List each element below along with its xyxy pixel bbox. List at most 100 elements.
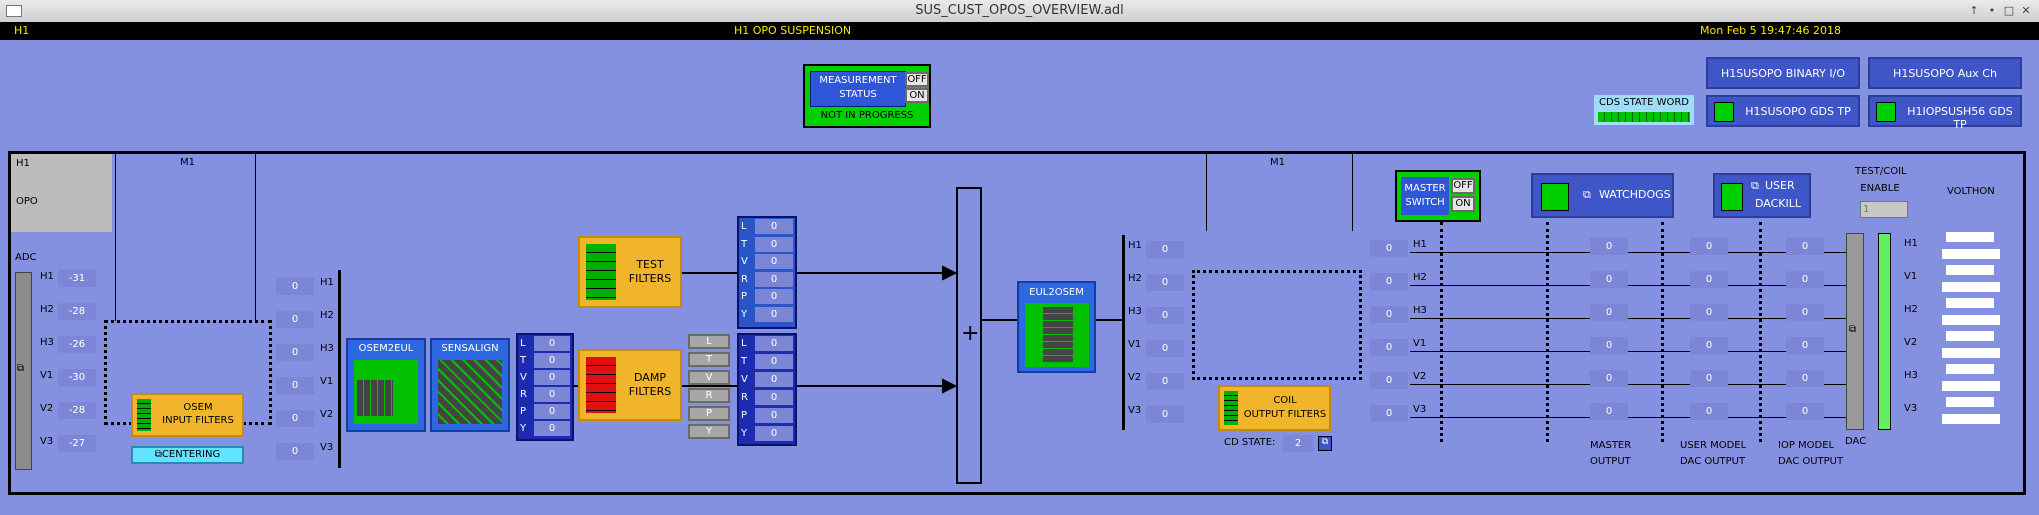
watchdogs-button[interactable]: ⧉ WATCHDOGS xyxy=(1531,173,1674,218)
osem-channel-label: H1 xyxy=(320,277,334,288)
osem-output-value: 0 xyxy=(276,377,314,394)
volthon-bar xyxy=(1946,265,1994,275)
eul-channel-label: V2 xyxy=(1128,372,1142,383)
test-dof-label: P xyxy=(741,291,748,302)
dac-bar[interactable]: ⧉ xyxy=(1846,233,1864,430)
osem-input-filters[interactable]: OSEM INPUT FILTERS xyxy=(131,393,244,437)
filter-status-icon xyxy=(586,357,616,413)
measurement-on-button[interactable]: ON xyxy=(905,88,929,103)
master-output-value: 0 xyxy=(1590,304,1628,321)
test-output-value: 0 xyxy=(755,219,793,234)
coil-signal-line xyxy=(1410,351,1846,352)
eul2osem-matrix[interactable]: EUL2OSEM xyxy=(1017,281,1096,373)
iop-dac-output-label: IOP MODEL xyxy=(1778,440,1835,451)
damp-filters[interactable]: DAMP FILTERS xyxy=(578,349,682,421)
coil-signal-line xyxy=(1410,285,1846,286)
related-display-icon: ⧉ xyxy=(154,449,162,460)
master-dotted-line xyxy=(1440,222,1443,442)
matrix-grid xyxy=(1025,303,1089,367)
dac-channel-label: H2 xyxy=(1904,304,1918,315)
related-display-icon: ⧉ xyxy=(1583,188,1591,201)
coil-channel-label: H2 xyxy=(1413,272,1427,283)
dac-label: DAC xyxy=(1845,436,1867,447)
centering-button[interactable]: ⧉CENTERING xyxy=(131,446,244,464)
adc-channel-label: H2 xyxy=(40,304,54,315)
dac-channel-label: H1 xyxy=(1904,238,1918,249)
master-off-button[interactable]: OFF xyxy=(1451,178,1475,194)
dof-button[interactable]: Y xyxy=(688,424,730,439)
test-coil-enable-input[interactable]: 1 xyxy=(1860,201,1908,218)
window-title: SUS_CUST_OPOS_OVERVIEW.adl xyxy=(915,3,1124,18)
measurement-off-button[interactable]: OFF xyxy=(905,72,929,87)
user-dackill-button[interactable]: ⧉ USER DACKILL xyxy=(1713,173,1811,218)
dof-value: 0 xyxy=(534,336,570,351)
watchdog-dotted-line xyxy=(1546,222,1549,442)
iop-gds-tp-button[interactable]: H1IOPSUSH56 GDS TP xyxy=(1868,95,2022,131)
test-dof-label: Y xyxy=(741,308,748,320)
cd-state-label: CD STATE: xyxy=(1224,437,1276,448)
coil-channel-label: H3 xyxy=(1413,305,1427,316)
osem2eul-matrix[interactable]: OSEM2EUL xyxy=(346,338,426,432)
test-filters[interactable]: TEST FILTERS xyxy=(578,236,682,308)
volthon-label: VOLTHON xyxy=(1947,186,1995,197)
sensalign-matrix[interactable]: SENSALIGN xyxy=(430,338,510,432)
coil-input-value: 0 xyxy=(1370,339,1408,356)
coil-channel-label: V3 xyxy=(1413,404,1427,415)
dac-channel-label: V2 xyxy=(1904,337,1918,348)
master-on-button[interactable]: ON xyxy=(1451,196,1475,212)
dof-button[interactable]: T xyxy=(688,352,730,367)
damp-dof-label: L xyxy=(741,338,747,349)
dof-button[interactable]: V xyxy=(688,370,730,385)
gds-tp-indicator xyxy=(1714,102,1734,122)
dof-button[interactable]: P xyxy=(688,406,730,421)
dof-value: 0 xyxy=(534,370,570,385)
window-up-icon[interactable]: ↑ xyxy=(1969,4,1979,17)
iop-dac-output-value: 0 xyxy=(1786,403,1824,420)
damp-output-value: 0 xyxy=(755,336,793,351)
dof-button[interactable]: R xyxy=(688,388,730,403)
matrix-grid xyxy=(438,360,502,424)
m1-label-left: M1 xyxy=(180,157,195,168)
eul-channel-label: H2 xyxy=(1128,273,1142,284)
eul-output-value: 0 xyxy=(1146,340,1184,357)
osem-channel-label: H3 xyxy=(320,343,334,354)
watchdog-indicator xyxy=(1541,183,1569,211)
dof-label: R xyxy=(520,389,527,400)
eul-channel-label: V1 xyxy=(1128,339,1142,350)
maximize-icon[interactable]: □ xyxy=(2003,4,2015,17)
test-dof-label: V xyxy=(741,256,748,267)
aux-channels-button[interactable]: H1SUSOPO Aux Ch xyxy=(1868,57,2022,89)
cd-state-related-icon[interactable]: ⧉ xyxy=(1318,436,1332,451)
osem-output-value: 0 xyxy=(276,443,314,460)
test-output-value: 0 xyxy=(755,254,793,269)
test-coil-enable-bar[interactable] xyxy=(1878,233,1891,430)
test-output-value: 0 xyxy=(755,236,793,252)
volthon-bar xyxy=(1946,397,1994,407)
osem-output-value: 0 xyxy=(276,344,314,361)
watchdog-dotted-line xyxy=(1661,222,1664,442)
osem-bus xyxy=(338,270,341,468)
window-menu-icon[interactable] xyxy=(6,5,22,17)
test-dof-label: L xyxy=(741,221,747,232)
adc-value: -31 xyxy=(58,270,96,287)
measurement-status-panel: MEASUREMENT STATUS OFF ON NOT IN PROGRES… xyxy=(803,64,931,128)
eul-channel-label: H1 xyxy=(1128,240,1142,251)
eul-output-value: 0 xyxy=(1146,241,1184,258)
close-icon[interactable]: ✕ xyxy=(2021,4,2031,17)
adc-bar[interactable]: ⧉ xyxy=(15,272,32,470)
dof-label: V xyxy=(520,372,527,383)
binary-io-button[interactable]: H1SUSOPO BINARY I/O xyxy=(1706,57,1860,89)
adc-value: -27 xyxy=(58,435,96,452)
adc-channel-label: V1 xyxy=(40,370,54,381)
master-output-value: 0 xyxy=(1590,403,1628,420)
measurement-status-text: NOT IN PROGRESS xyxy=(820,110,914,121)
minimize-icon[interactable]: • xyxy=(1988,4,1996,17)
coil-output-filters[interactable]: COIL OUTPUT FILTERS xyxy=(1218,385,1331,431)
master-switch-panel: MASTER SWITCH OFF ON xyxy=(1395,170,1481,222)
master-output-value: 0 xyxy=(1590,271,1628,288)
dof-button[interactable]: L xyxy=(688,334,730,349)
volthon-bar xyxy=(1946,298,1994,308)
osem-channel-label: V1 xyxy=(320,376,334,387)
gds-tp-button[interactable]: H1SUSOPO GDS TP xyxy=(1706,95,1860,127)
